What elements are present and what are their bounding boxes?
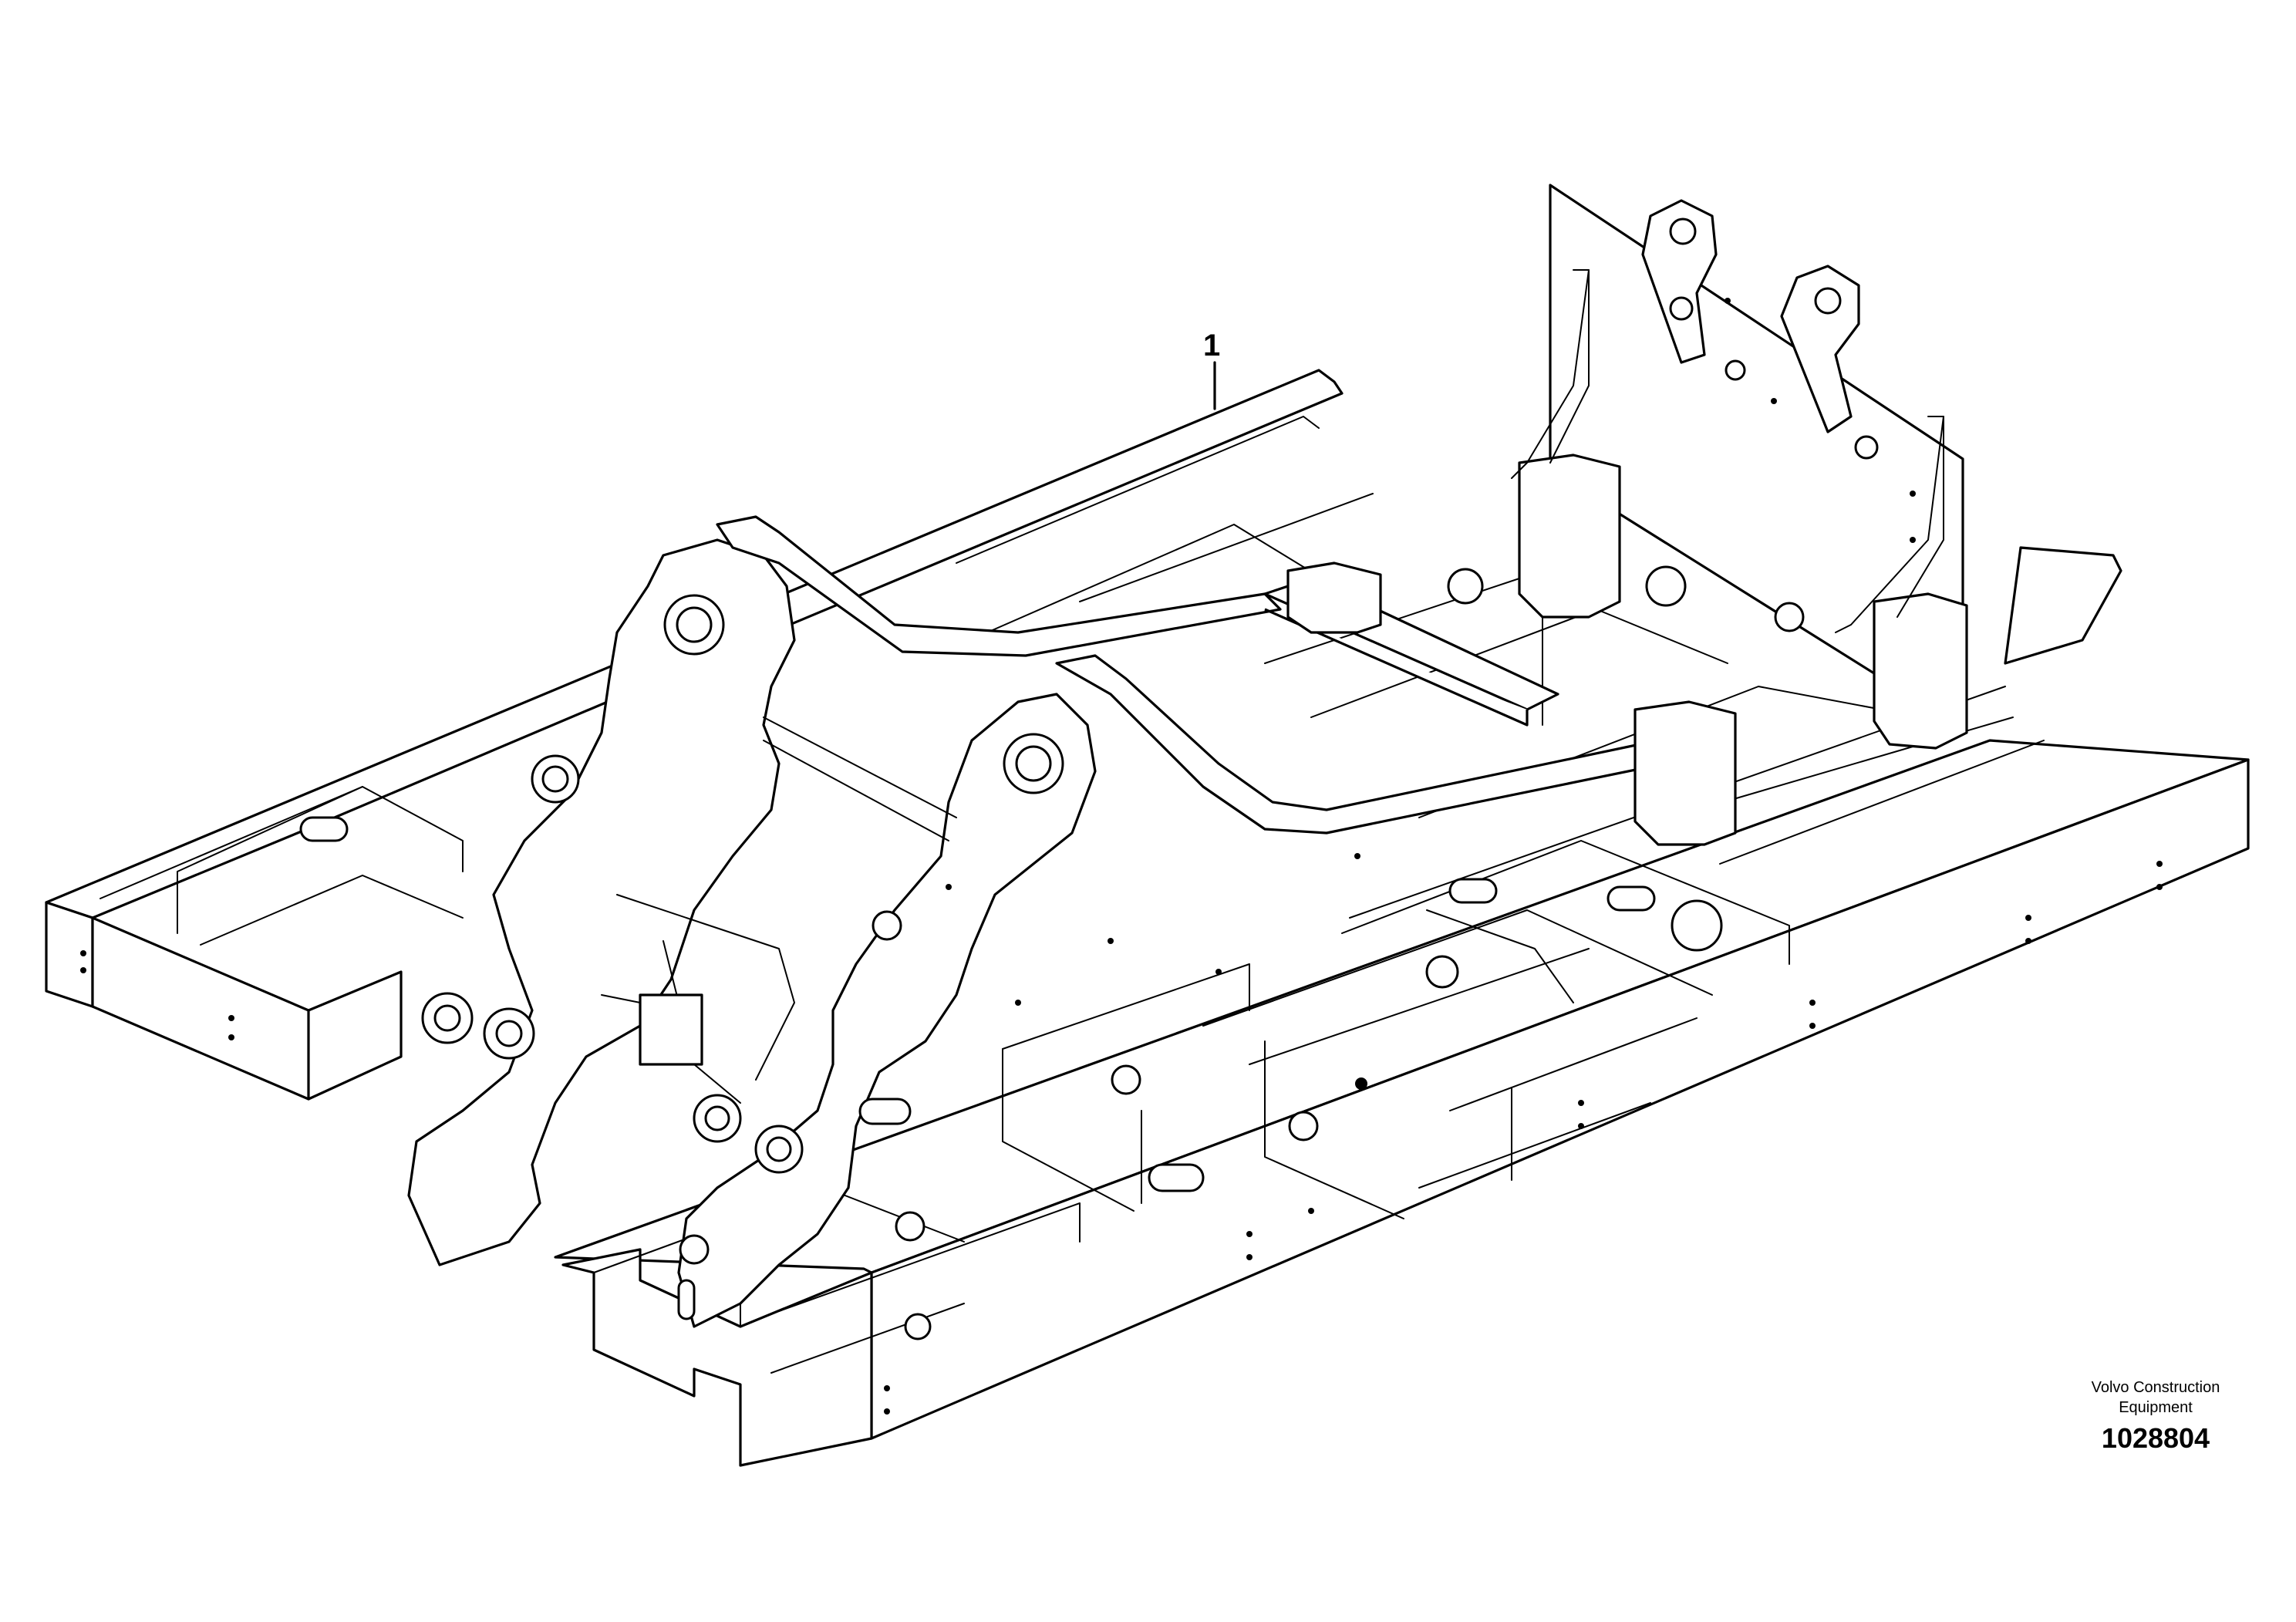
lower-diagonal-brace <box>1055 654 1667 835</box>
oval-cutout-5 <box>1448 878 1498 904</box>
counterweight-support <box>2004 546 2122 665</box>
cutouts <box>299 296 1879 1340</box>
manufacturer-label: Volvo Construction Equipment <box>2028 1378 2283 1418</box>
upper-diagonal-brace <box>716 515 1282 657</box>
front-end-block <box>561 1248 873 1467</box>
mount-tower-front <box>1633 700 1737 846</box>
mount-tower-center <box>1518 454 1621 619</box>
oval-cutout-6 <box>677 1279 696 1320</box>
manufacturer-line2: Equipment <box>2119 1399 2193 1416</box>
callout-1: 1 <box>1203 329 1221 363</box>
manufacturer-line1: Volvo Construction <box>2091 1379 2220 1396</box>
mount-tower-right <box>1873 592 1968 750</box>
lifting-lug-left <box>1641 199 1718 364</box>
oval-cutout-3 <box>1148 1163 1205 1192</box>
boom-bracket <box>407 538 1097 1328</box>
bolt-holes <box>80 298 2163 1415</box>
oval-cutout-2 <box>858 1098 912 1125</box>
illustration-number: 1028804 <box>2101 1422 2210 1454</box>
counterweight-mounts <box>1286 199 1968 846</box>
main-frame <box>45 184 2250 1467</box>
boom-bracket-left-plate <box>407 538 796 1266</box>
oval-cutout-4 <box>1607 885 1656 912</box>
oval-cutout-1 <box>299 816 349 842</box>
mount-tower-left <box>1286 561 1382 634</box>
